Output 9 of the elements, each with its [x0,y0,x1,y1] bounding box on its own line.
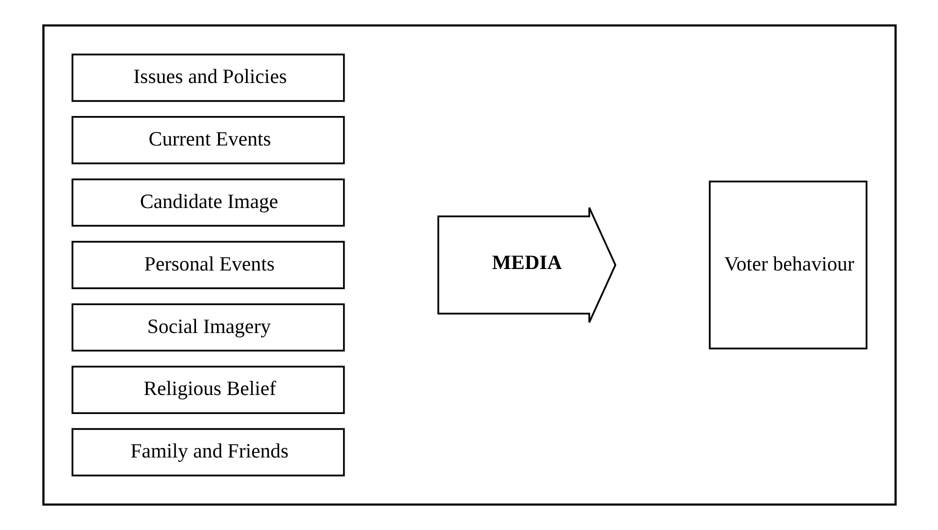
node-box: Religious Belief [71,366,344,414]
node-box: Social Imagery [71,303,344,352]
node-box: Current Events [71,116,344,164]
node-box: Issues and Policies [71,54,344,102]
node-box: Personal Events [71,240,344,290]
node-box: Family and Friends [71,428,344,476]
node-box: Voter behaviour [708,180,867,350]
node-box: Candidate Image [71,178,344,227]
cluster [42,24,896,506]
